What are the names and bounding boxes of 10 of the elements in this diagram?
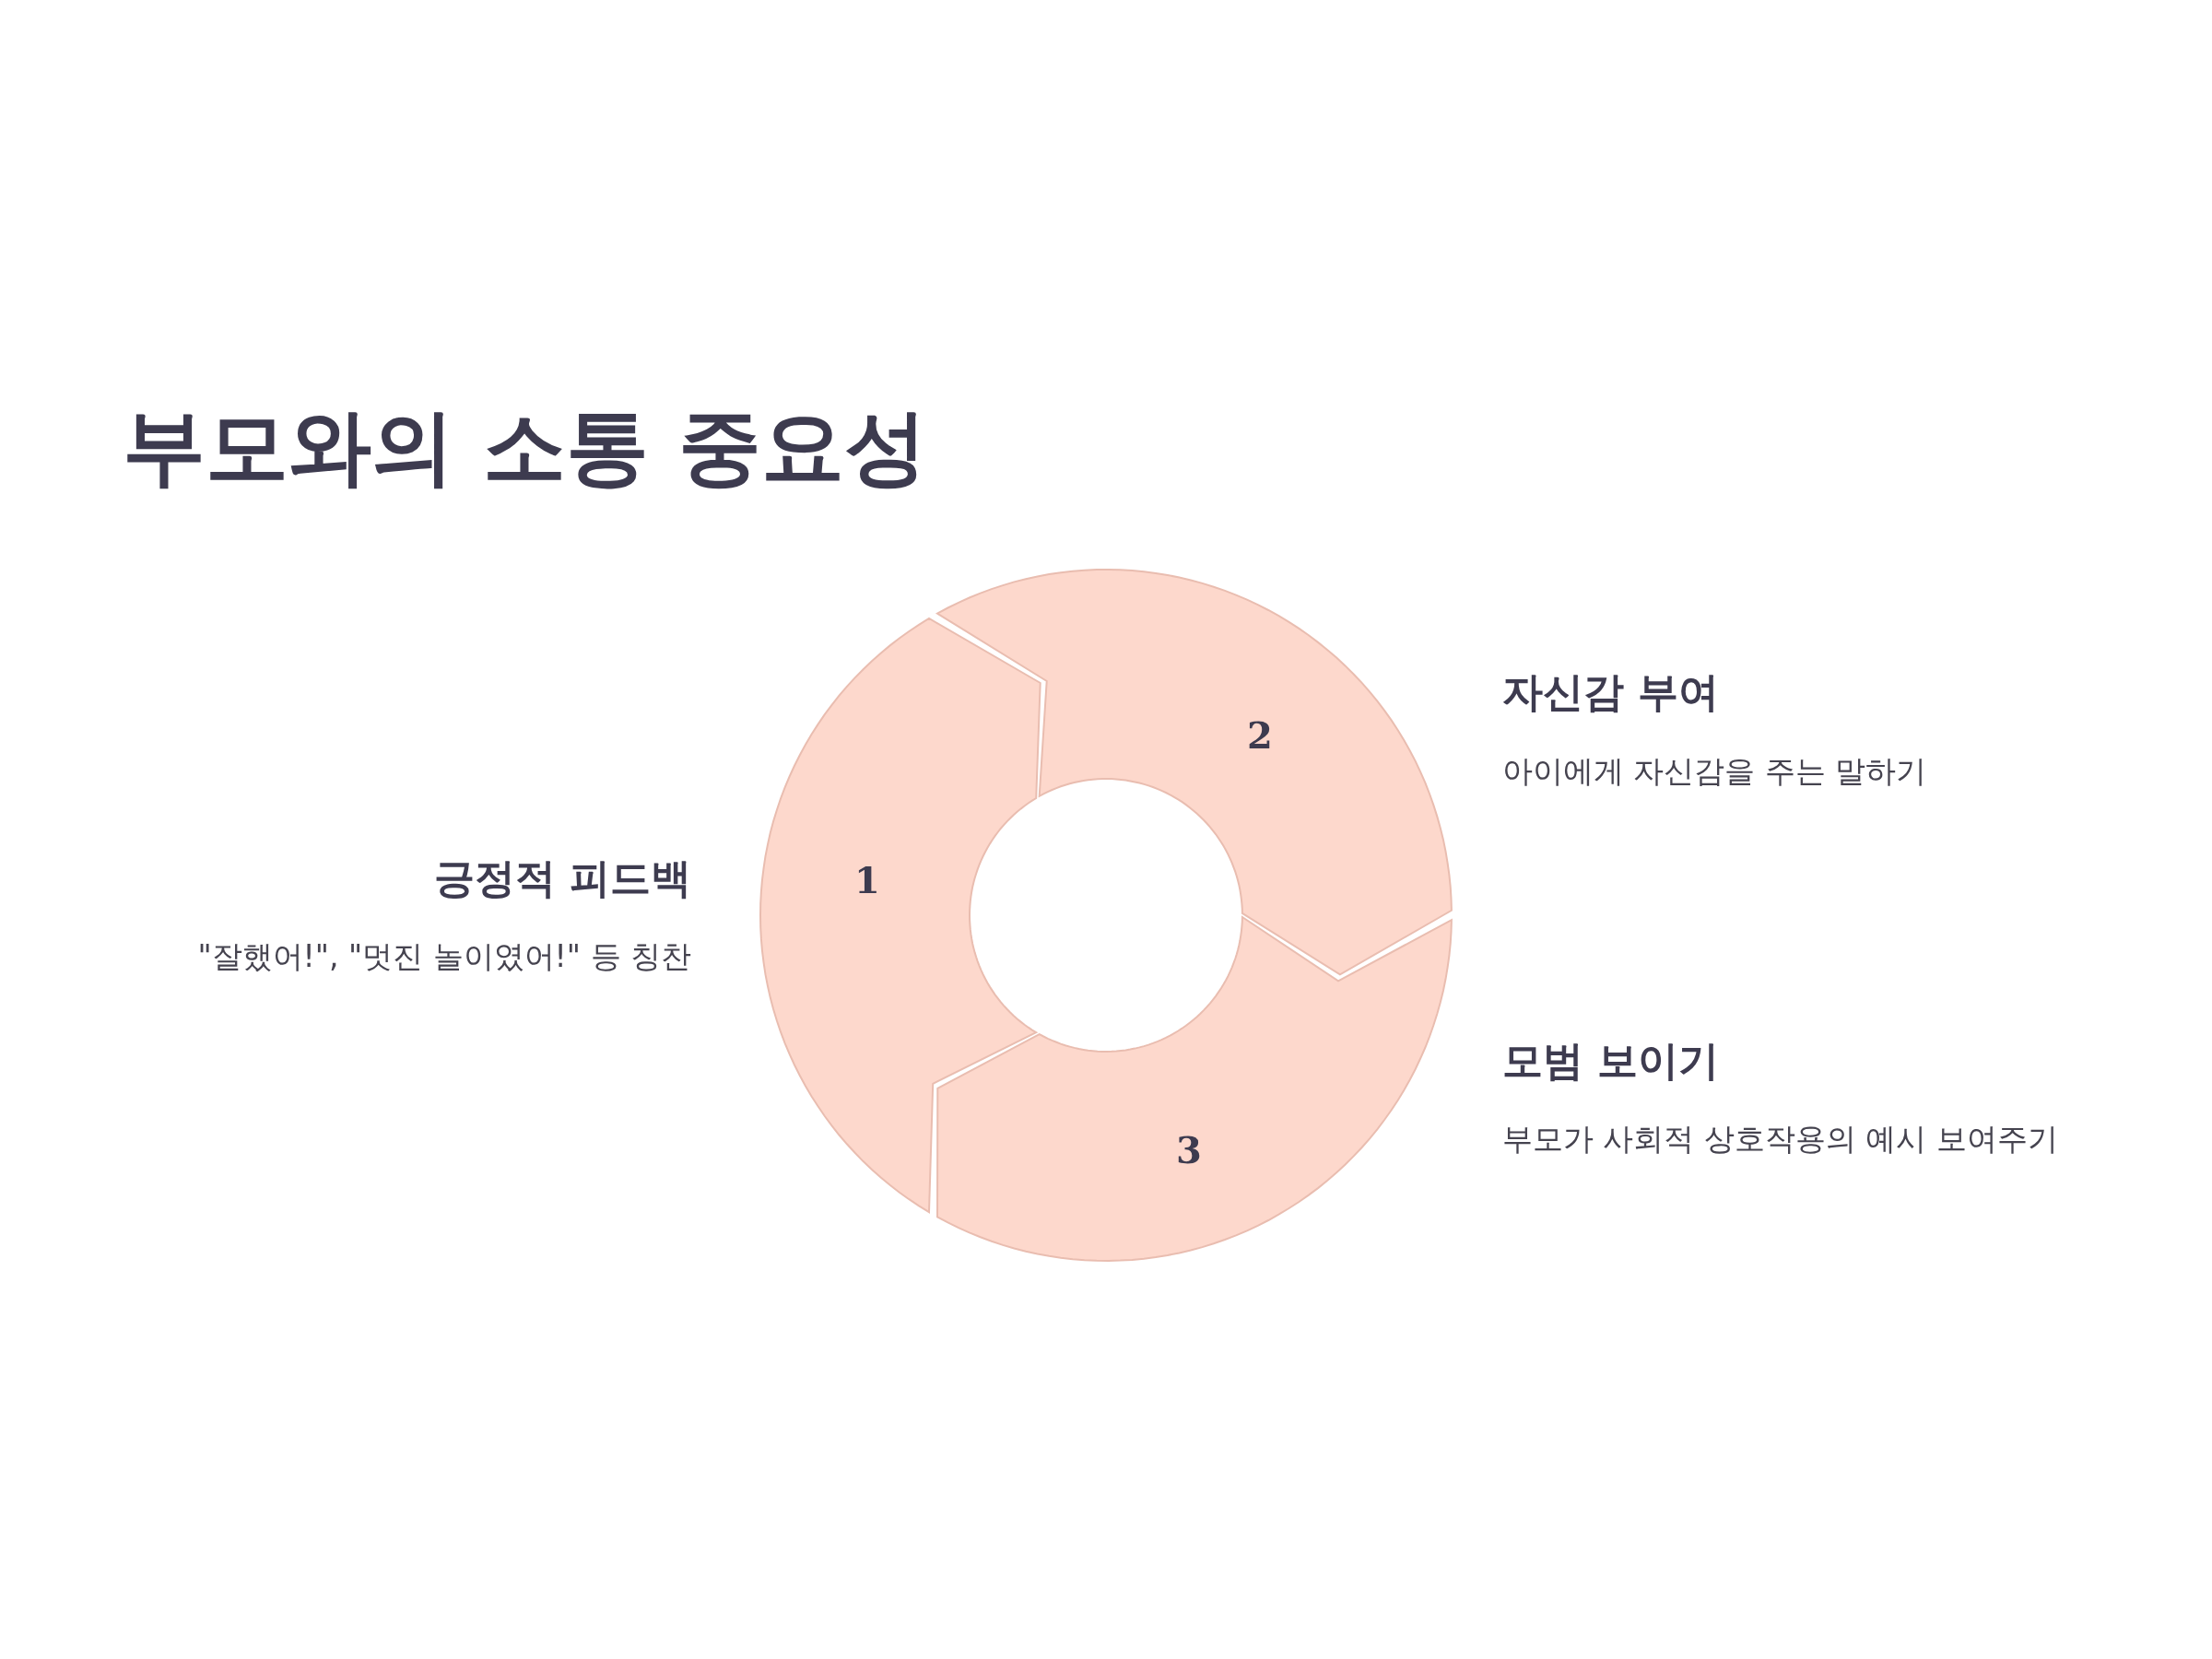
step-number: 2	[1247, 712, 1273, 757]
step-description: "잘했어!", "멋진 놀이였어!" 등 칭찬	[197, 937, 691, 976]
step-heading: 모범 보이기	[1502, 1036, 1720, 1086]
step-description: 부모가 사회적 상호작용의 예시 보여주기	[1502, 1120, 2058, 1159]
step-heading: 긍정적 피드백	[433, 853, 691, 903]
step-description: 아이에게 자신감을 주는 말하기	[1502, 752, 1927, 791]
title: 부모와의 소통 중요성	[123, 397, 927, 497]
step-heading: 자신감 부여	[1502, 667, 1720, 717]
step-number: 1	[854, 857, 880, 901]
step-number: 3	[1176, 1127, 1202, 1171]
